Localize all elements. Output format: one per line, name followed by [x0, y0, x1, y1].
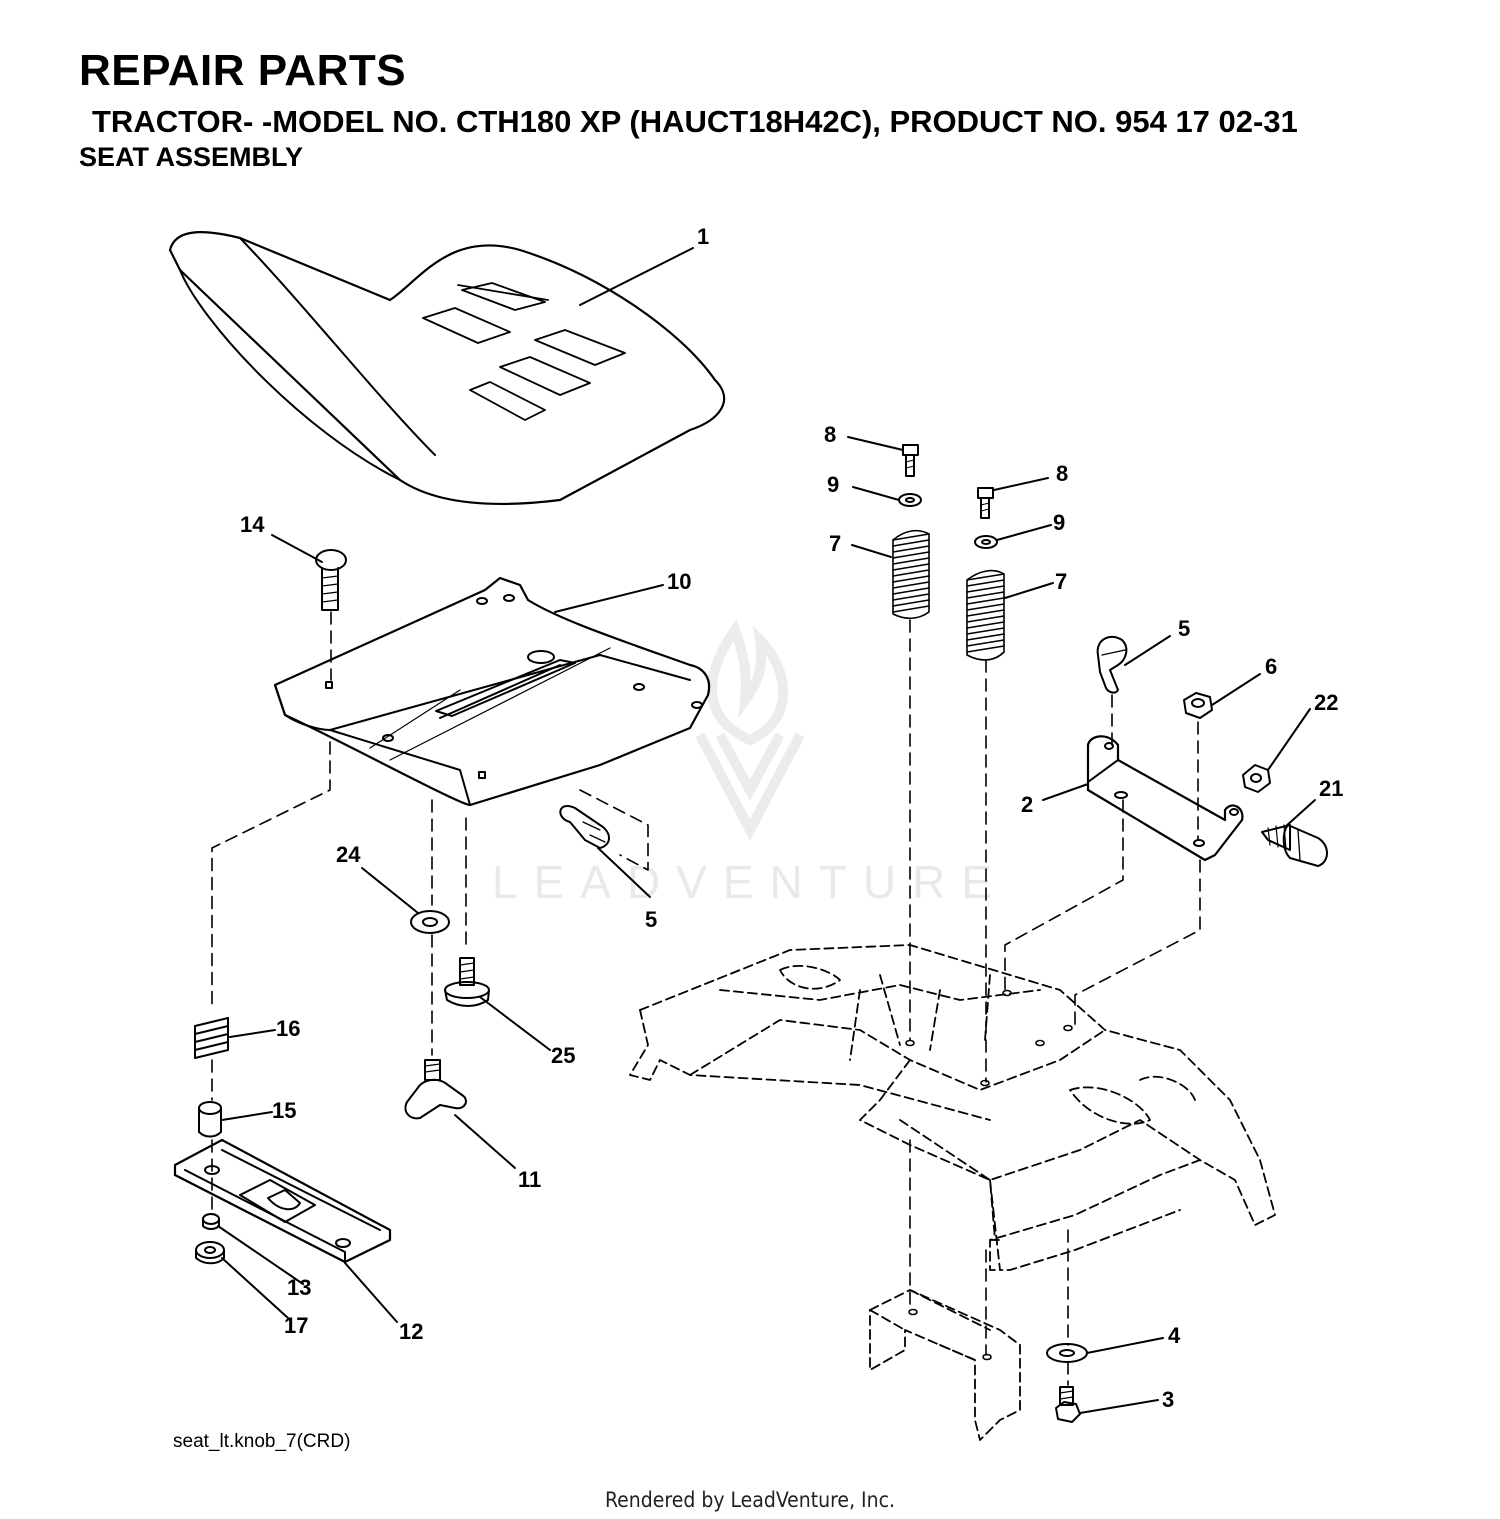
callout-7-right: 7 [1055, 569, 1067, 594]
spring-small-part[interactable] [194, 1017, 229, 1059]
callout-12: 12 [399, 1319, 423, 1344]
callout-2: 2 [1021, 792, 1033, 817]
hex-bolt-bottom-part[interactable] [1055, 1386, 1081, 1423]
callout-8-left: 8 [824, 422, 836, 447]
callout-16: 16 [276, 1016, 300, 1041]
spring-clip-right-part[interactable] [1096, 635, 1128, 694]
adjustment-knob-part[interactable] [404, 1059, 467, 1120]
seat-spring-left-part[interactable] [892, 529, 930, 620]
callout-24: 24 [336, 842, 361, 867]
callout-4: 4 [1168, 1323, 1181, 1348]
callout-21: 21 [1319, 776, 1343, 801]
hex-nut-part[interactable] [1183, 692, 1213, 719]
callout-9-left: 9 [827, 472, 839, 497]
callout-17: 17 [284, 1313, 308, 1338]
spacer-part[interactable] [198, 1101, 222, 1138]
fender-frame-part [629, 944, 1276, 1441]
callout-1: 1 [697, 224, 709, 249]
drawing-id-label: seat_lt.knob_7(CRD) [173, 1431, 351, 1452]
flange-nut-part[interactable] [1242, 764, 1271, 793]
lock-washer-part[interactable] [202, 1213, 220, 1230]
callout-3: 3 [1162, 1387, 1174, 1412]
callout-7-left: 7 [829, 531, 841, 556]
section-title: SEAT ASSEMBLY [79, 142, 304, 172]
shoulder-bolt-part[interactable] [444, 957, 490, 1007]
callout-10: 10 [667, 569, 691, 594]
hex-bolt-right-part[interactable] [977, 487, 994, 519]
callout-14: 14 [240, 512, 265, 537]
callout-labels: 1 14 10 24 5 25 16 15 11 13 17 12 8 9 7 … [240, 224, 1343, 1412]
seat-pan-part[interactable] [273, 576, 711, 807]
fender-washer-part[interactable] [1046, 1343, 1088, 1363]
spring-clip-left-part[interactable] [559, 805, 610, 849]
watermark-text: LEADVENTURE [492, 856, 1008, 908]
callout-22: 22 [1314, 690, 1338, 715]
callout-15: 15 [272, 1098, 296, 1123]
callout-11: 11 [518, 1167, 541, 1192]
lower-seat-bracket-part[interactable] [173, 1138, 392, 1264]
washer-right-part[interactable] [974, 535, 998, 549]
callout-25: 25 [551, 1043, 575, 1068]
callout-5-right: 5 [1178, 616, 1190, 641]
page-title: REPAIR PARTS [79, 46, 407, 95]
callout-8-right: 8 [1056, 461, 1068, 486]
hex-bolt-left-part[interactable] [902, 444, 919, 477]
hinge-bolt-part[interactable] [1261, 824, 1328, 867]
leader-lines [217, 247, 1316, 1414]
seat-spring-right-part[interactable] [966, 569, 1005, 661]
washer-left-part[interactable] [898, 493, 922, 507]
footer-credit: Rendered by LeadVenture, Inc. [605, 1488, 895, 1512]
model-subtitle: TRACTOR- -MODEL NO. CTH180 XP (HAUCT18H4… [92, 104, 1298, 139]
watermark-flame-logo [695, 619, 805, 841]
flat-washer-part[interactable] [410, 910, 450, 934]
carriage-bolt-part[interactable] [315, 549, 347, 611]
callout-5-left: 5 [645, 907, 657, 932]
callout-13: 13 [287, 1275, 311, 1300]
callout-9-right: 9 [1053, 510, 1065, 535]
hex-nut-left-part[interactable] [195, 1241, 225, 1265]
assembly-lines [211, 611, 1201, 1386]
seat-part[interactable] [168, 231, 726, 505]
callout-6: 6 [1265, 654, 1277, 679]
hinge-bracket-part[interactable] [1086, 735, 1244, 862]
